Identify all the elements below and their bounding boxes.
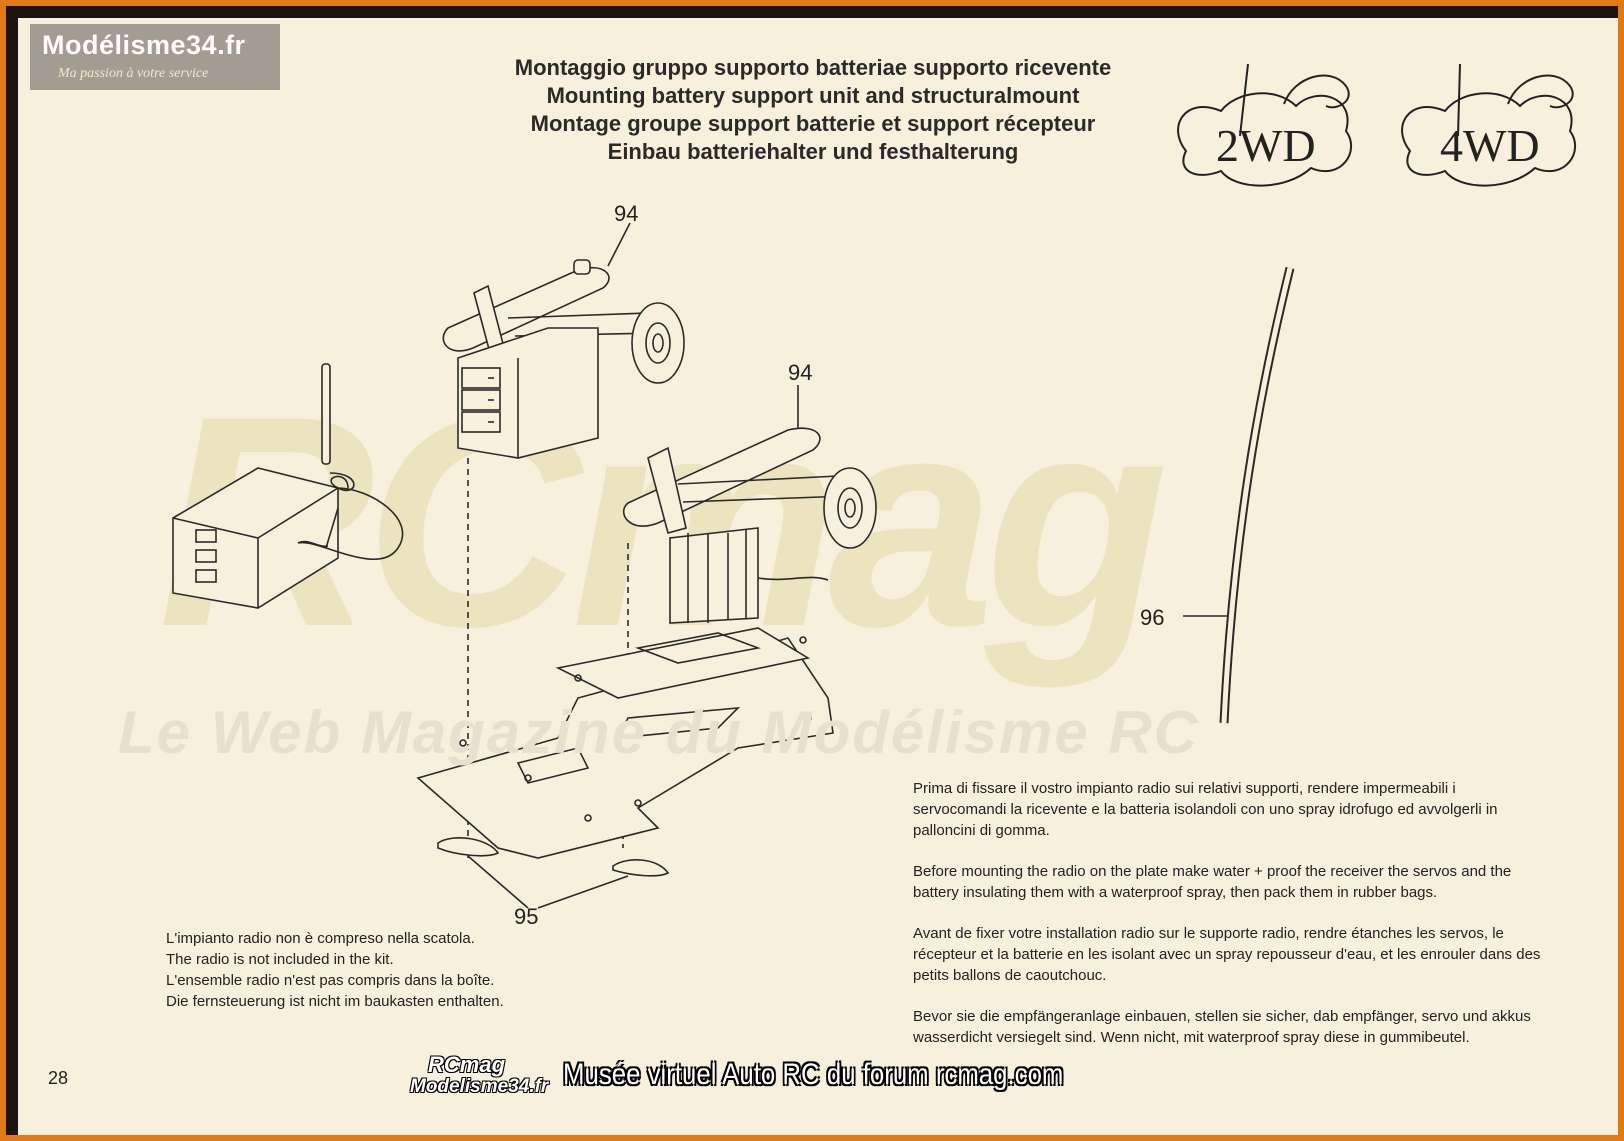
footer-logo[interactable]: RCmag Modelisme34.fr xyxy=(410,1052,560,1102)
badge-2wd: 2WD xyxy=(1177,63,1352,187)
footer-logo-modelisme: Modelisme34.fr xyxy=(410,1076,549,1097)
assembly-diagram xyxy=(172,222,1295,909)
badge-4wd-label: 4WD xyxy=(1440,120,1540,171)
footer-logo-rcmag: RCmag xyxy=(428,1052,506,1077)
note-right-italian: Prima di fissare il vostro impianto radi… xyxy=(913,780,1498,839)
manual-page: RCmag Modélisme34.fr Ma passion à votre … xyxy=(18,18,1618,1135)
note-left-french: L'ensemble radio n'est pas compris dans … xyxy=(166,972,495,989)
page-title-block: Montaggio gruppo supporto batteriae supp… xyxy=(488,54,1138,166)
part-label-94-upper: 94 xyxy=(614,201,639,226)
title-german: Einbau batteriehalter und festhalterung xyxy=(607,139,1019,164)
note-right-english: Before mounting the radio on the plate m… xyxy=(913,863,1512,901)
note-right-french: Avant de fixer votre installation radio … xyxy=(913,925,1541,984)
note-waterproofing: Prima di fissare il vostro impianto radi… xyxy=(913,778,1553,1068)
footer-caption: Musée virtuel Auto RC du forum rcmag.com xyxy=(563,1058,1064,1091)
part-label-94-lower: 94 xyxy=(788,360,813,385)
site-logo[interactable]: Modélisme34.fr Ma passion à votre servic… xyxy=(30,24,280,90)
note-right-german: Bevor sie die empfängeranlage einbauen, … xyxy=(913,1008,1531,1046)
title-french: Montage groupe support batterie et suppo… xyxy=(530,111,1096,136)
page-number: 28 xyxy=(48,1068,69,1088)
badge-2wd-label: 2WD xyxy=(1216,120,1316,171)
part-label-96: 96 xyxy=(1140,605,1165,630)
note-left-italian: L'impianto radio non è compreso nella sc… xyxy=(166,930,475,947)
note-radio-not-included: L'impianto radio non è compreso nella sc… xyxy=(166,928,504,1012)
note-left-german: Die fernsteuerung ist nicht im baukasten… xyxy=(166,993,504,1010)
site-logo-tagline: Ma passion à votre service xyxy=(58,66,209,81)
part-label-95: 95 xyxy=(514,904,539,929)
title-italian: Montaggio gruppo supporto batteriae supp… xyxy=(514,55,1112,80)
title-english: Mounting battery support unit and struct… xyxy=(546,83,1080,108)
note-left-english: The radio is not included in the kit. xyxy=(166,951,394,968)
watermark-tagline: Le Web Magazine du Modélisme RC xyxy=(118,699,1200,766)
badge-4wd: 4WD xyxy=(1401,63,1576,187)
site-logo-title: Modélisme34.fr xyxy=(42,30,246,60)
